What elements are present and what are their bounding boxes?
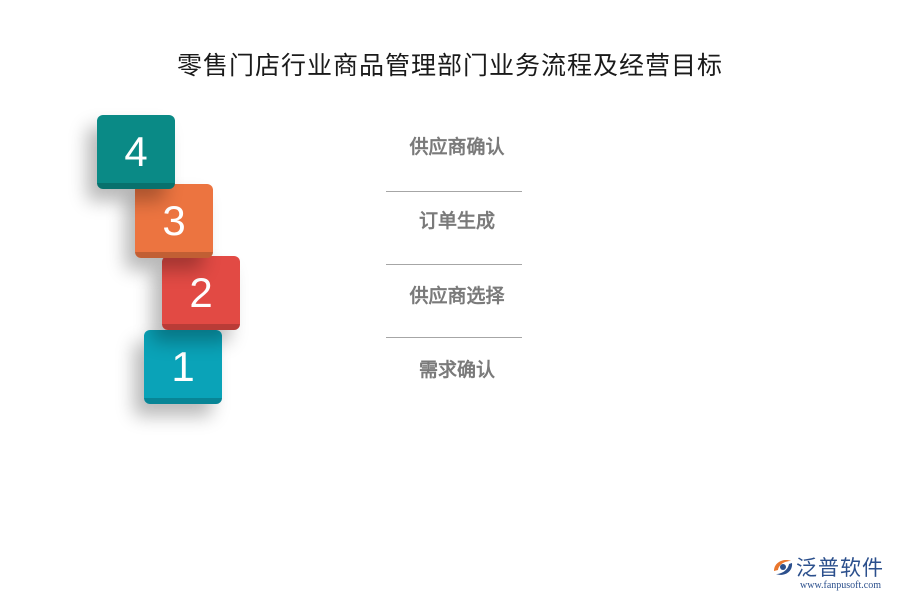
separator-line [386, 191, 522, 192]
logo-name: 泛普软件 [796, 556, 884, 580]
diagram-title: 零售门店行业商品管理部门业务流程及经营目标 [176, 51, 723, 80]
logo-url: www.fanpusoft.com [800, 580, 882, 591]
brand-logo: 泛普软件 www.fanpusoft.com [770, 552, 895, 596]
step-tile-3: 3 [135, 184, 213, 258]
step-tile-1: 1 [144, 330, 222, 404]
separator-line [386, 337, 522, 338]
step-number-1: 1 [171, 343, 195, 390]
step-label-1: 需求确认 [418, 359, 495, 381]
step-label-4: 供应商确认 [409, 136, 505, 158]
step-tile-4: 4 [97, 115, 175, 189]
step-number-2: 2 [189, 269, 213, 316]
step-number-4: 4 [124, 128, 148, 175]
step-number-3: 3 [162, 197, 186, 244]
step-tile-2: 2 [162, 256, 240, 330]
step-label-2: 供应商选择 [409, 285, 505, 307]
separator-line [386, 264, 522, 265]
logo-swirl-icon [774, 560, 793, 575]
step-label-3: 订单生成 [418, 210, 495, 232]
